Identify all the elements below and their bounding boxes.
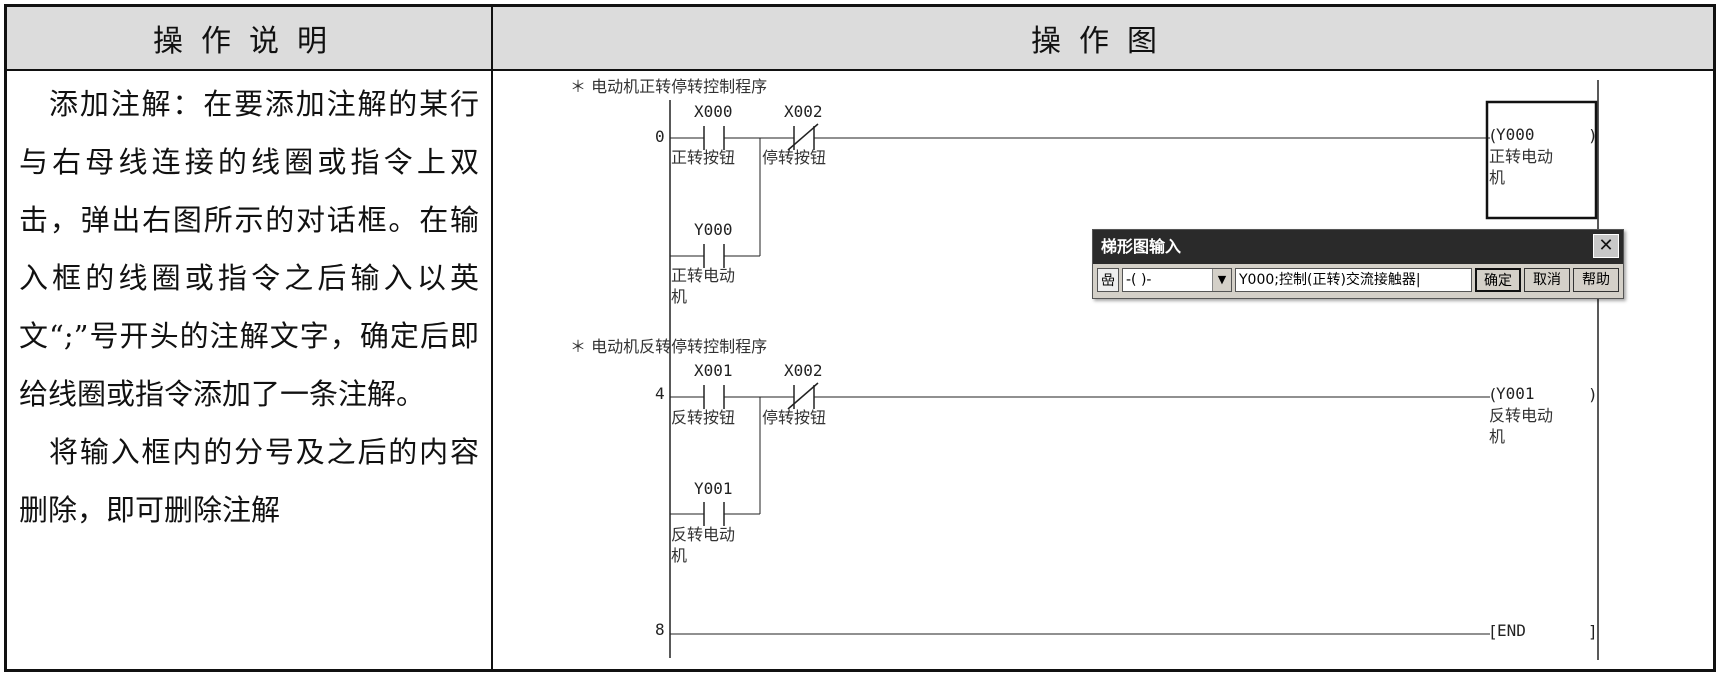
svg-text:(: ( xyxy=(1488,385,1498,404)
label-y000-contact: Y000 xyxy=(694,220,733,239)
dialog-title: 梯形图输入 xyxy=(1101,237,1182,256)
label-y001-coil-comment-2: 机 xyxy=(1489,427,1505,446)
label-y000-coil-comment-2: 机 xyxy=(1489,168,1505,187)
chevron-down-icon[interactable]: ▼ xyxy=(1212,269,1231,291)
end-instruction[interactable]: [ END ] xyxy=(1488,621,1598,641)
step-number-0: 0 xyxy=(655,127,665,146)
label-y001-contact: Y001 xyxy=(694,479,733,498)
header-operation-diagram: 操作图 xyxy=(493,7,1713,71)
label-y000-contact-comment-2: 机 xyxy=(671,287,687,306)
ladder-input-dialog: 梯形图输入 ✕ 喦 -( )- ▼ Y000;控制(正转)交流接触器| 确定 取… xyxy=(1092,229,1624,299)
dialog-title-bar[interactable]: 梯形图输入 ✕ xyxy=(1093,230,1623,264)
contact-y000[interactable] xyxy=(703,244,725,268)
label-x002-b-comment: 停转按钮 xyxy=(762,408,826,427)
label-x002-a: X002 xyxy=(784,102,823,121)
label-x002-b: X002 xyxy=(784,361,823,380)
instruction-type-select[interactable]: -( )- ▼ xyxy=(1122,268,1232,292)
contact-x000[interactable] xyxy=(703,126,725,150)
label-y001-coil-comment-1: 反转电动 xyxy=(1489,406,1553,425)
mode-icon[interactable]: 喦 xyxy=(1097,268,1119,292)
label-y000-coil-comment-1: 正转电动 xyxy=(1489,147,1553,166)
svg-text:(: ( xyxy=(1488,126,1498,145)
operation-table: 操作说明 操作图 添加注解：在要添加注解的某行与右母线连接的线圈或指令上双击，弹… xyxy=(4,4,1716,672)
help-button[interactable]: 帮助 xyxy=(1573,268,1619,292)
description-text: 添加注解：在要添加注解的某行与右母线连接的线圈或指令上双击，弹出右图所示的对话框… xyxy=(19,75,479,539)
contact-x002-b-nc[interactable] xyxy=(787,382,819,410)
label-y001-contact-comment-1: 反转电动 xyxy=(671,525,735,544)
coil-y001[interactable]: ( Y001 ) xyxy=(1488,384,1598,404)
label-x001-comment: 反转按钮 xyxy=(671,408,735,427)
step-number-8: 8 xyxy=(655,620,665,639)
label-x000: X000 xyxy=(694,102,733,121)
instruction-input[interactable]: Y000;控制(正转)交流接触器| xyxy=(1235,268,1472,292)
dialog-body: 喦 -( )- ▼ Y000;控制(正转)交流接触器| 确定 取消 帮助 xyxy=(1097,266,1619,294)
label-y001-contact-comment-2: 机 xyxy=(671,546,687,565)
instruction-type-value: -( )- xyxy=(1126,272,1152,288)
cancel-button[interactable]: 取消 xyxy=(1524,268,1570,292)
comment-reverse: ＊ 电动机反转停转控制程序 xyxy=(570,337,767,356)
label-end: END xyxy=(1497,621,1526,640)
svg-text:]: ] xyxy=(1588,622,1598,641)
label-y000-contact-comment-1: 正转电动 xyxy=(671,266,735,285)
label-y001-coil: Y001 xyxy=(1496,384,1535,403)
ok-button[interactable]: 确定 xyxy=(1475,268,1521,292)
svg-text:[: [ xyxy=(1488,622,1498,641)
coil-y000-selection[interactable] xyxy=(1485,100,1598,220)
label-x000-comment: 正转按钮 xyxy=(671,148,735,167)
contact-y001[interactable] xyxy=(703,502,725,526)
label-x001: X001 xyxy=(694,361,733,380)
description-paragraph-2: 将输入框内的分号及之后的内容删除，即可删除注解 xyxy=(19,435,479,527)
description-paragraph-1: 添加注解：在要添加注解的某行与右母线连接的线圈或指令上双击，弹出右图所示的对话框… xyxy=(19,87,479,411)
label-x002-a-comment: 停转按钮 xyxy=(762,148,826,167)
column-divider xyxy=(491,7,493,669)
label-y000-coil: Y000 xyxy=(1496,125,1535,144)
svg-text:): ) xyxy=(1588,126,1598,145)
contact-x002-nc[interactable] xyxy=(787,123,819,151)
contact-x001[interactable] xyxy=(703,385,725,409)
header-operation-description: 操作说明 xyxy=(7,7,491,71)
close-icon[interactable]: ✕ xyxy=(1593,234,1619,258)
comment-forward: ＊ 电动机正转停转控制程序 xyxy=(570,77,767,96)
svg-text:): ) xyxy=(1588,385,1598,404)
step-number-4: 4 xyxy=(655,384,665,403)
